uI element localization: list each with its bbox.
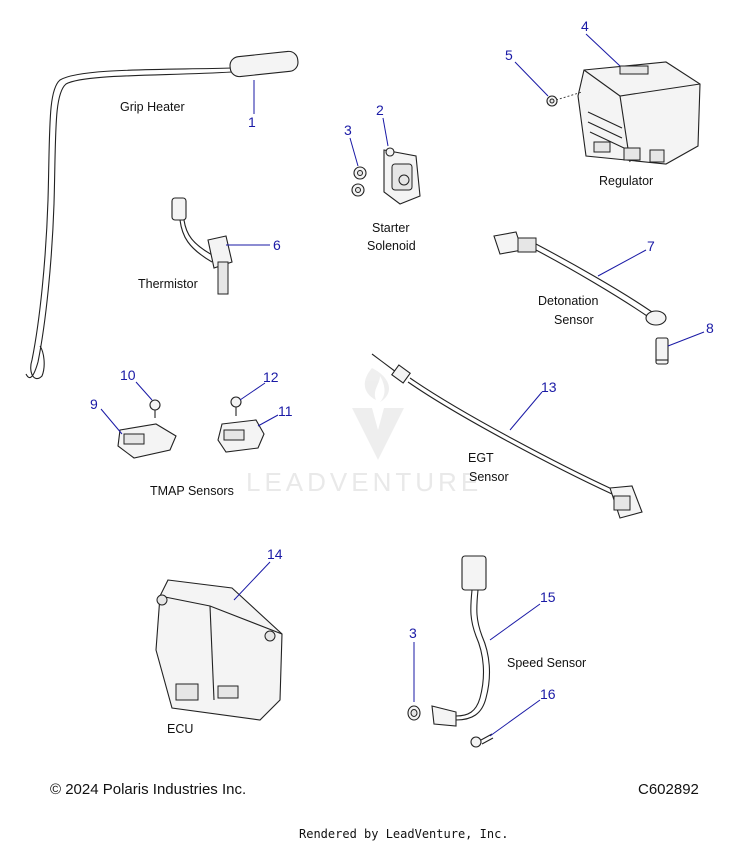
callout-10: 10 [120,367,136,383]
callout-2: 2 [376,102,384,118]
thermistor-part [171,197,233,295]
label-starter: Starter [372,221,410,235]
leader-9 [100,408,123,435]
bolt-part-16 [470,733,494,748]
label-thermistor: Thermistor [138,277,198,291]
leader-10 [135,381,153,401]
label-speed-sensor: Speed Sensor [507,656,586,670]
nut-part-5 [546,95,558,107]
callout-15: 15 [540,589,556,605]
dashed-guide-5 [555,91,583,101]
callout-4: 4 [581,18,589,34]
callout-9: 9 [90,396,98,412]
starter-solenoid-part [383,147,421,205]
grip-heater-part [25,50,299,380]
leader-15 [489,603,541,641]
callout-3a: 3 [344,122,352,138]
egt-sensor-part [371,353,643,519]
leader-16 [489,699,541,737]
detonation-sensor-part [493,231,667,326]
leader-14 [233,561,271,601]
bolt-part-8 [655,337,669,365]
watermark-text: LEADVENTURE [246,467,482,497]
leader-11 [257,414,279,427]
callout-8: 8 [706,320,714,336]
leader-5 [514,61,549,97]
label-solenoid: Solenoid [367,239,416,253]
label-tmap-sensors: TMAP Sensors [150,484,234,498]
callout-16: 16 [540,686,556,702]
tmap-sensor-part-11 [217,419,265,453]
leader-3a [349,137,359,167]
label-detonation: Detonation [538,294,599,308]
leader-4 [585,33,621,67]
label-grip-heater: Grip Heater [120,100,185,114]
callout-13: 13 [541,379,557,395]
ecu-part [155,579,283,721]
tmap-sensor-part-9 [117,423,177,459]
label-egt-sensor: Sensor [469,470,509,484]
nut-part-3b [407,705,421,721]
nut-part-3a [351,166,367,197]
leader-7 [597,249,647,277]
leader-12 [239,382,266,401]
callout-7: 7 [647,238,655,254]
leader-2 [382,117,389,147]
screw-part-12 [230,396,242,416]
callout-1: 1 [248,114,256,130]
watermark-logo-icon [352,368,404,460]
label-detonation-sensor: Sensor [554,313,594,327]
speed-sensor-part [431,555,490,727]
copyright-text: © 2024 Polaris Industries Inc. [50,781,246,798]
callout-3b: 3 [409,625,417,641]
label-regulator: Regulator [599,174,653,188]
diagram-code: C602892 [638,781,699,798]
screw-part-10 [149,399,161,418]
callout-6: 6 [273,237,281,253]
regulator-part [577,61,701,165]
callout-5: 5 [505,47,513,63]
callout-11: 11 [278,403,293,419]
rendered-by-text: Rendered by LeadVenture, Inc. [299,827,509,841]
leader-8 [667,331,705,347]
callout-14: 14 [267,546,283,562]
label-egt: EGT [468,451,494,465]
label-ecu: ECU [167,722,193,736]
callout-12: 12 [263,369,279,385]
leader-13 [509,391,543,431]
